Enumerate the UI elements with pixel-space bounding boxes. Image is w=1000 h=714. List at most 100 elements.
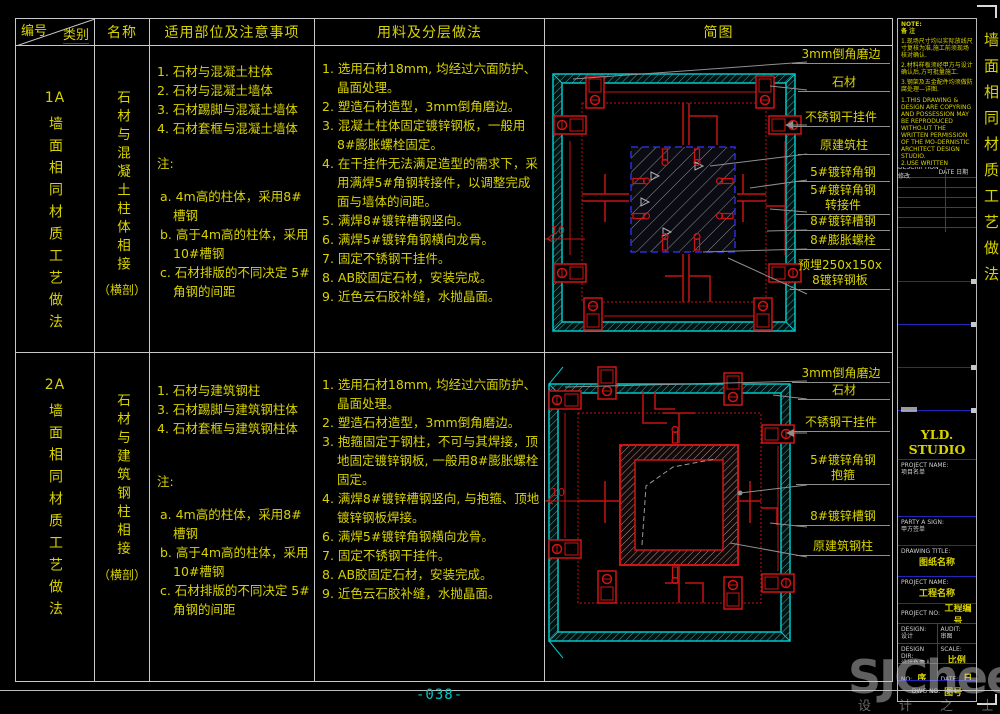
field-design-audit: DESIGN: 设计 AUDIT: 审图 — [898, 624, 976, 645]
note-label: 注: — [157, 156, 174, 171]
header-cell-code-category: 编号 类别 — [16, 19, 95, 46]
field-label: DESIGN: — [901, 626, 927, 634]
diagram-label: 不锈钢干挂件 — [792, 415, 890, 432]
row-1a-code-cell: 1A 墙面相同材质工艺做法 — [16, 46, 95, 353]
diagram-label: 3mm倒角磨边 — [792, 366, 890, 383]
field-label: SCALE: — [940, 646, 962, 654]
note-title-cn: 备 注 — [901, 28, 916, 35]
field-value: 工程名称 — [918, 589, 955, 600]
note-item: b. 高于4m高的柱体，采用10#槽钢 — [160, 227, 309, 261]
field-label: DESIGN DIR: — [901, 646, 925, 661]
watermark-subtitle: 设 计 之 士 — [858, 695, 994, 714]
dimension-text: 10 — [551, 224, 565, 237]
field-label: NO: — [901, 676, 913, 682]
sheet-bottom-border — [0, 690, 1000, 691]
field-label: DRAWING TITLE: — [901, 548, 951, 556]
detail-drawing-steel-column: 10 — [545, 366, 808, 659]
line-end-marker — [971, 365, 976, 371]
list-item: 9. 近色云石胶补缝，水抛晶面。 — [322, 289, 501, 304]
note-cn: 2.材料样板须经甲方与设计确认后,方可批量施工. — [901, 62, 973, 76]
watermark-char: 设 — [858, 699, 872, 714]
header-cell-name: 名称 — [95, 19, 150, 46]
note-item: a. 4m高的柱体，采用8#槽钢 — [160, 507, 302, 541]
row-2a-code-cell: 2A 墙面相同材质工艺做法 — [16, 353, 95, 681]
field-project2: PROJECT NAME: 工程名称 — [898, 577, 976, 605]
field-label: PROJECT NO: — [901, 610, 940, 618]
watermark-char: 士 — [980, 699, 994, 714]
list-item: 2. 塑造石材造型，3mm倒角磨边。 — [322, 99, 521, 114]
list-item: 3. 石材踢脚与建筑钢柱体 — [157, 402, 298, 417]
field-label: DATE: — [940, 676, 959, 682]
field-label: DWG NO: — [911, 687, 941, 695]
revision-row — [898, 198, 976, 208]
diagram-label: 石材 — [798, 383, 890, 400]
field-label: AUDIT: — [940, 626, 961, 634]
list-item: 6. 满焊5#镀锌角钢横向龙骨。 — [322, 232, 494, 247]
row-2a-name-cell: 石材与建筑钢柱相接 （横剖） — [95, 353, 150, 681]
list-item: 1. 选用石材18mm, 均经过六面防护、晶面处理。 — [322, 61, 537, 95]
list-item: 9. 近色云石胶补缝，水抛晶面。 — [322, 586, 501, 601]
diagram-label: 5#镀锌角钢抱箍 — [796, 453, 890, 485]
note-en: 1.THIS DRAWING & DESIGN ARE COPYRING AND… — [901, 97, 972, 160]
section-line — [898, 322, 976, 328]
diagram-label: 8#镀锌槽钢 — [796, 214, 890, 231]
revision-table: DESCRIPTION 修改 DATE 日期 — [898, 166, 976, 233]
header-code-label: 编号 — [21, 24, 48, 39]
diagram-label: 原建筑钢柱 — [796, 539, 890, 556]
list-item: 2. 石材与混凝土墙体 — [157, 83, 273, 98]
field-label-cn: 设计 — [901, 633, 914, 641]
diagram-label: 3mm倒角磨边 — [792, 47, 890, 64]
header-category-label: 类别 — [62, 24, 89, 44]
note-item: c. 石材排版的不同决定 5#角钢的间距 — [160, 265, 310, 299]
field-value: 图纸名称 — [918, 558, 955, 569]
list-item: 1. 石材与混凝土柱体 — [157, 64, 273, 79]
field-drawing-no: DWG NO: 图号 — [898, 681, 976, 701]
notes-section: NOTE: 备 注 1.现场尺寸均以实际放线尺寸复核为准,施工前须现场核对确认.… — [898, 19, 976, 167]
dimension-text: 10 — [551, 486, 565, 499]
list-item: 2. 塑造石材造型，3mm倒角磨边。 — [322, 415, 521, 430]
header-cell-materials: 用料及分层做法 — [315, 19, 545, 46]
watermark-char: 之 — [939, 699, 953, 714]
diagonal-divider — [17, 19, 94, 45]
field-label: PARTY A SIGN: — [901, 518, 945, 526]
revision-desc-header: DESCRIPTION 修改 — [898, 166, 939, 180]
row-1a-name-cell: 石材与混凝土柱体相接 （横剖） — [95, 46, 150, 353]
list-item: 3. 石材踢脚与混凝土墙体 — [157, 102, 298, 117]
list-item: 4. 石材套框与建筑钢柱体 — [157, 421, 298, 436]
corner-bracket-top — [977, 5, 997, 18]
row-1a-diagram-cell: 10 3mm倒角磨边 石材 不锈钢干挂件 原建筑柱 5#镀锌角钢 5#镀锌角钢转… — [545, 46, 892, 353]
field-value: 工程编号 — [944, 604, 972, 625]
diagram-label: 石材 — [798, 75, 890, 92]
diagram-label: 8#膨胀螺栓 — [796, 233, 890, 250]
line-end-marker — [971, 408, 976, 414]
field-director-scale: DESIGN DIR: 设计负责人 SCALE: 比例 — [898, 644, 976, 665]
list-item: 1. 石材与建筑钢柱 — [157, 383, 261, 398]
diagram-label: 5#镀锌角钢 — [796, 165, 890, 182]
note-label: 注: — [157, 474, 174, 489]
row-1a-application-cell: 1. 石材与混凝土柱体 2. 石材与混凝土墙体 3. 石材踢脚与混凝土墙体 4.… — [150, 46, 315, 353]
revision-row — [898, 178, 976, 188]
row-1a-materials-cell: 1. 选用石材18mm, 均经过六面防护、晶面处理。 2. 塑造石材造型，3mm… — [315, 46, 545, 353]
field-value: 图号 — [944, 687, 963, 698]
row-category: 墙面相同材质工艺做法 — [47, 116, 63, 336]
field-serial-date: NO: 序号 DATE: 日期 — [898, 664, 976, 682]
sheet-vertical-title: 墙面相同材质工艺做法 — [982, 32, 1000, 292]
diagram-label: 5#镀锌角钢转接件 — [796, 183, 890, 215]
list-item: 6. 满焊5#镀锌角钢横向龙骨。 — [322, 529, 494, 544]
field-label-cn: 审图 — [940, 633, 953, 641]
field-label: PROJECT NAME: — [901, 461, 949, 469]
list-item: 4. 满焊8#镀锌槽钢竖向, 与抱箍、顶地镀锌钢板焊接。 — [322, 491, 540, 525]
header-cell-application: 适用部位及注意事项 — [150, 19, 315, 46]
list-item: 7. 固定不锈钢干挂件。 — [322, 548, 451, 563]
field-label-cn: 设计负责人 — [901, 660, 932, 665]
note-cn: 3.钢架及五金配件均须做防腐处理—详图. — [901, 79, 973, 93]
detail-drawing-concrete-column: 10 — [545, 61, 808, 332]
field-value: 日期 — [963, 674, 973, 682]
list-item: 3. 抱箍固定于钢柱，不可与其焊接，顶地固定镀锌钢板, 一般用8#膨胀螺栓固定。 — [322, 434, 539, 487]
note-item: b. 高于4m高的柱体，采用10#槽钢 — [160, 545, 309, 579]
revision-row — [898, 208, 976, 218]
row-code: 2A — [44, 377, 66, 393]
field-value: 序号 — [917, 674, 927, 682]
